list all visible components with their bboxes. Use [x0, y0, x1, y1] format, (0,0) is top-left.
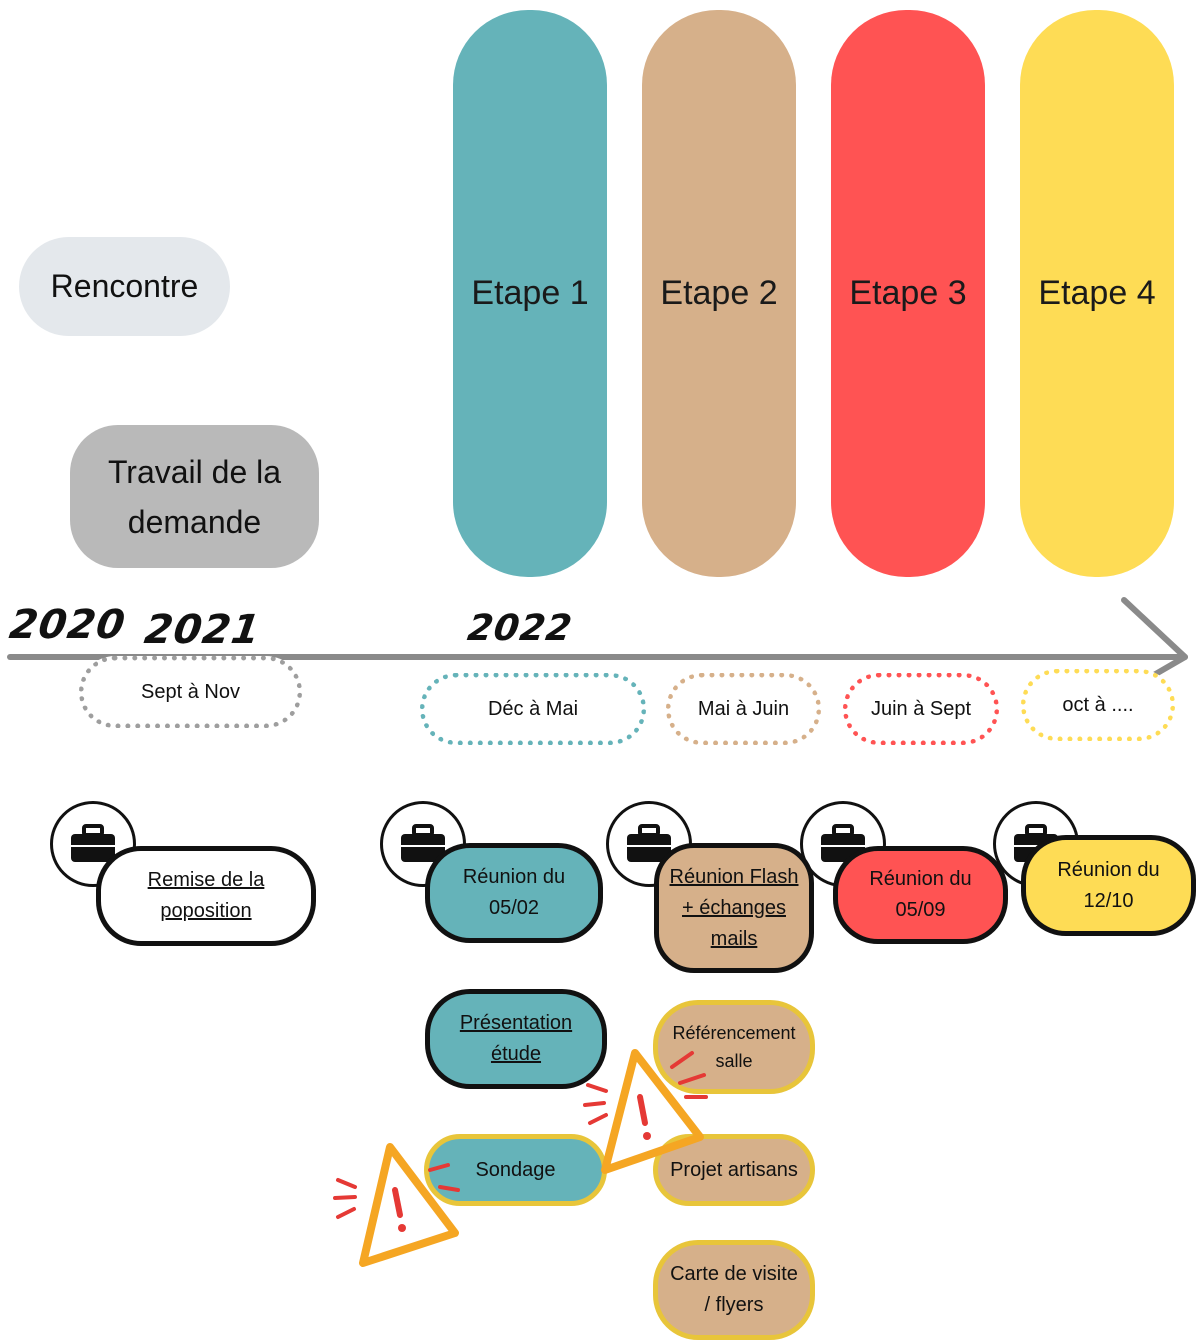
stage-4: Etape 4: [1020, 10, 1174, 577]
carte-visite-card: Carte de visite / flyers: [653, 1240, 815, 1340]
presentation-line2: étude: [490, 1043, 542, 1065]
period-mai-juin: Mai à Juin: [666, 673, 821, 745]
referencement-line1: Référencement: [672, 1023, 796, 1043]
period-oct-label: oct à ....: [1062, 693, 1134, 716]
period-dec-mai: Déc à Mai: [420, 673, 646, 745]
reunion-1210-line2: 12/10: [1083, 889, 1134, 912]
period-dec-mai-label: Déc à Mai: [487, 697, 579, 720]
rencontre-label: Rencontre: [50, 268, 199, 304]
reunion-0509-line1: Réunion du: [869, 868, 972, 890]
reunion-0509-card: Réunion du 05/09: [833, 846, 1008, 944]
travail-label-line2: demande: [127, 503, 262, 540]
reunion-0502-line2: 05/02: [488, 897, 540, 919]
reunion-flash-line3: mails: [710, 927, 758, 950]
stage-3: Etape 3: [831, 10, 985, 577]
reunion-1210-card: Réunion du 12/10: [1021, 835, 1196, 936]
stage-4-label: Etape 4: [1038, 274, 1156, 312]
warning-icon: [333, 1143, 460, 1267]
carte-visite-line1: Carte de visite: [670, 1263, 798, 1285]
referencement-line2: salle: [715, 1051, 753, 1071]
reunion-flash-card: Réunion Flash + échanges mails: [654, 843, 814, 973]
reunion-0502-card: Réunion du 05/02: [425, 843, 603, 943]
presentation-etude-card: Présentation étude: [425, 989, 607, 1089]
reunion-flash-line2: + échanges: [682, 896, 786, 919]
referencement-salle-card: Référencement salle: [653, 1000, 815, 1094]
stage-1: Etape 1: [453, 10, 607, 577]
reunion-0502-line1: Réunion du: [462, 866, 566, 888]
remise-line1: Remise de la: [147, 869, 265, 891]
period-oct: oct à ....: [1021, 669, 1175, 741]
period-sept-nov-label: Sept à Nov: [141, 680, 240, 703]
sondage-label: Sondage: [475, 1158, 556, 1181]
period-mai-juin-label: Mai à Juin: [697, 697, 790, 720]
period-sept-nov: Sept à Nov: [79, 656, 302, 728]
period-juin-sept: Juin à Sept: [843, 673, 999, 745]
stage-1-label: Etape 1: [471, 274, 589, 312]
projet-artisans-label: Projet artisans: [670, 1158, 798, 1181]
warning-icon: [583, 1049, 708, 1174]
reunion-flash-line1: Réunion Flash: [669, 865, 799, 888]
sondage-card: Sondage: [424, 1134, 607, 1206]
travail-demande-box: Travail de la demande: [70, 425, 319, 568]
stage-3-label: Etape 3: [849, 274, 967, 312]
travail-label-line1: Travail de la: [107, 453, 282, 490]
reunion-0509-line2: 05/09: [895, 899, 946, 921]
presentation-line1: Présentation: [459, 1012, 573, 1034]
reunion-1210-line1: Réunion du: [1057, 858, 1160, 881]
remise-proposition-card: Remise de la poposition: [96, 846, 316, 946]
carte-visite-line2: / flyers: [704, 1294, 764, 1316]
briefcase-icon: [50, 801, 136, 887]
remise-line2: poposition: [160, 900, 252, 922]
rencontre-box: Rencontre: [19, 237, 230, 336]
stage-2: Etape 2: [642, 10, 796, 577]
period-juin-sept-label: Juin à Sept: [870, 697, 972, 720]
stage-2-label: Etape 2: [660, 274, 778, 312]
